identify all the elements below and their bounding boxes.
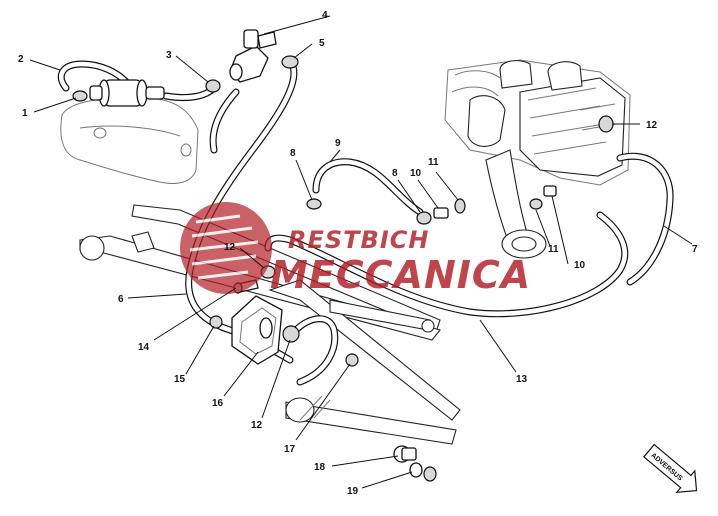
callout-11b: 11	[548, 244, 559, 255]
callout-11a: 11	[428, 157, 439, 168]
fuel-tank-outline	[60, 97, 199, 184]
fuel-filter	[89, 79, 165, 107]
fitting-10-left	[433, 207, 449, 219]
callout-6: 6	[118, 294, 124, 305]
direction-arrow-shape	[643, 443, 698, 494]
callout-1: 1	[22, 108, 28, 119]
callout-18: 18	[314, 462, 326, 473]
callout-9: 9	[335, 138, 341, 149]
hose-end-5	[281, 55, 299, 69]
watermark-disc-stripes	[189, 214, 259, 280]
callout-5: 5	[319, 38, 325, 49]
hose-clamp-1	[72, 90, 88, 102]
callout-14: 14	[138, 342, 150, 353]
watermark-disc	[180, 202, 272, 294]
callout-8b: 8	[392, 168, 398, 179]
watermark-line2: MECCANICA	[270, 253, 531, 297]
drain-screw-19	[409, 462, 437, 482]
callout-19: 19	[347, 486, 359, 497]
intake-duct	[485, 149, 547, 259]
fitting-8-right	[416, 211, 432, 225]
fuel-tap	[229, 29, 277, 83]
callout-12b: 12	[646, 120, 658, 131]
callout-4: 4	[322, 10, 328, 21]
fitting-11-right	[529, 198, 543, 210]
hose-clamp-3	[205, 79, 221, 93]
callout-10b: 10	[574, 260, 586, 271]
callout-17: 17	[284, 444, 296, 455]
callout-16: 16	[212, 398, 224, 409]
callout-12c: 12	[251, 420, 263, 431]
grommet-15	[209, 315, 223, 329]
watermark-line1: RESTBICH	[288, 226, 429, 254]
watermark-logo: RESTBICH MECCANICA	[180, 202, 531, 297]
fitting-11-left	[454, 198, 466, 214]
callout-13: 13	[516, 374, 528, 385]
grommet-17	[345, 353, 359, 367]
callout-10a: 10	[410, 168, 422, 179]
grommet-12-top	[598, 115, 614, 133]
callout-12a: 12	[224, 242, 236, 253]
callout-2: 2	[18, 54, 24, 65]
fitting-10-right	[543, 185, 557, 197]
callout-3: 3	[166, 50, 172, 61]
callout-numbers: 1 2 3 4 5 6 7 8 8 9 10 10 11 11 12 12 12…	[18, 10, 698, 497]
fuel-pump	[231, 295, 300, 365]
drain-fitting-18	[393, 445, 417, 463]
callout-8a: 8	[290, 148, 296, 159]
fitting-8-left	[306, 198, 322, 210]
callout-7: 7	[692, 244, 698, 255]
direction-arrow: ADVERSUS	[643, 443, 698, 494]
engine-assembly	[444, 59, 631, 186]
leader-lines	[29, 15, 693, 489]
callout-15: 15	[174, 374, 186, 385]
